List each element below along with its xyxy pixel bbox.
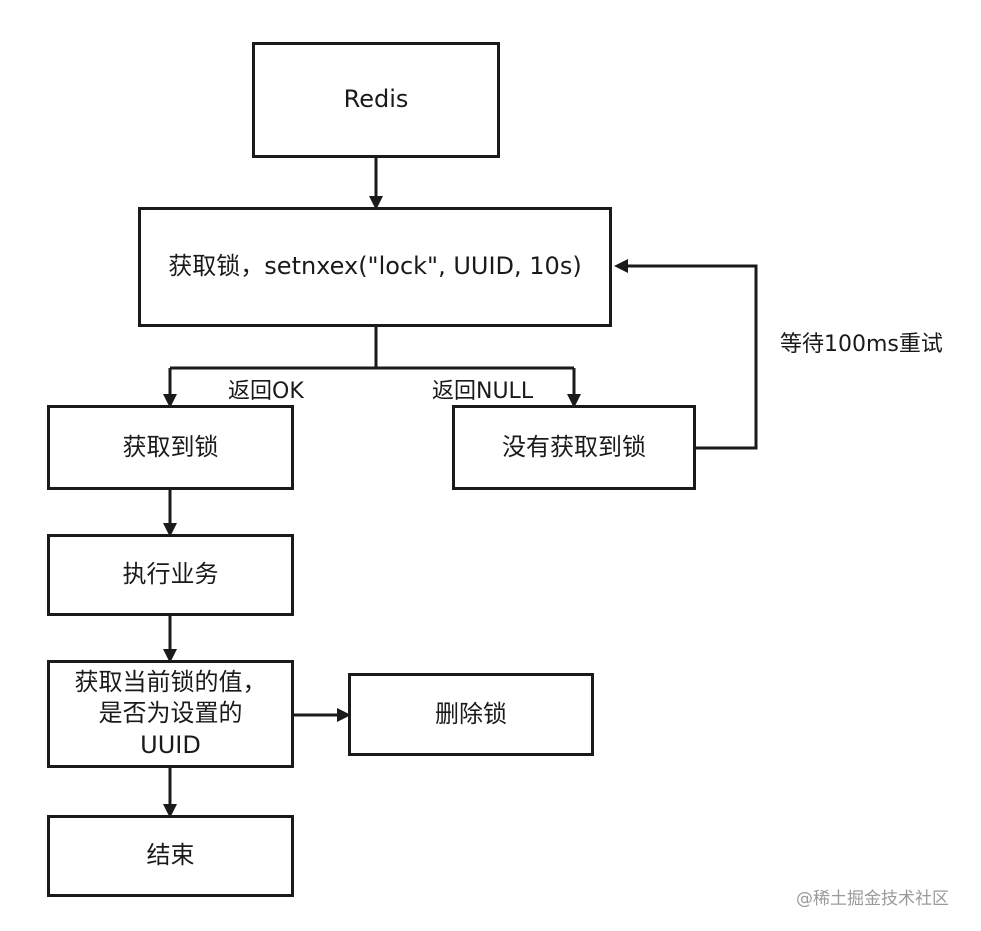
node-acquire-lock: 获取锁，setnxex("lock", UUID, 10s)	[138, 207, 612, 327]
label-return-null: 返回NULL	[432, 379, 534, 404]
edge-retry-loop	[614, 259, 758, 450]
node-got-lock: 获取到锁	[47, 405, 294, 490]
node-end: 结束	[47, 815, 294, 897]
node-redis: Redis	[252, 42, 500, 158]
watermark: @稀土掘金技术社区	[796, 889, 949, 909]
label-return-ok: 返回OK	[228, 379, 304, 404]
node-no-lock: 没有获取到锁	[452, 405, 696, 490]
node-execute-business: 执行业务	[47, 534, 294, 616]
label-retry: 等待100ms重试	[780, 332, 943, 357]
node-check-lock-value: 获取当前锁的值，是否为设置的UUID	[47, 660, 294, 768]
node-delete-lock: 删除锁	[348, 673, 594, 756]
